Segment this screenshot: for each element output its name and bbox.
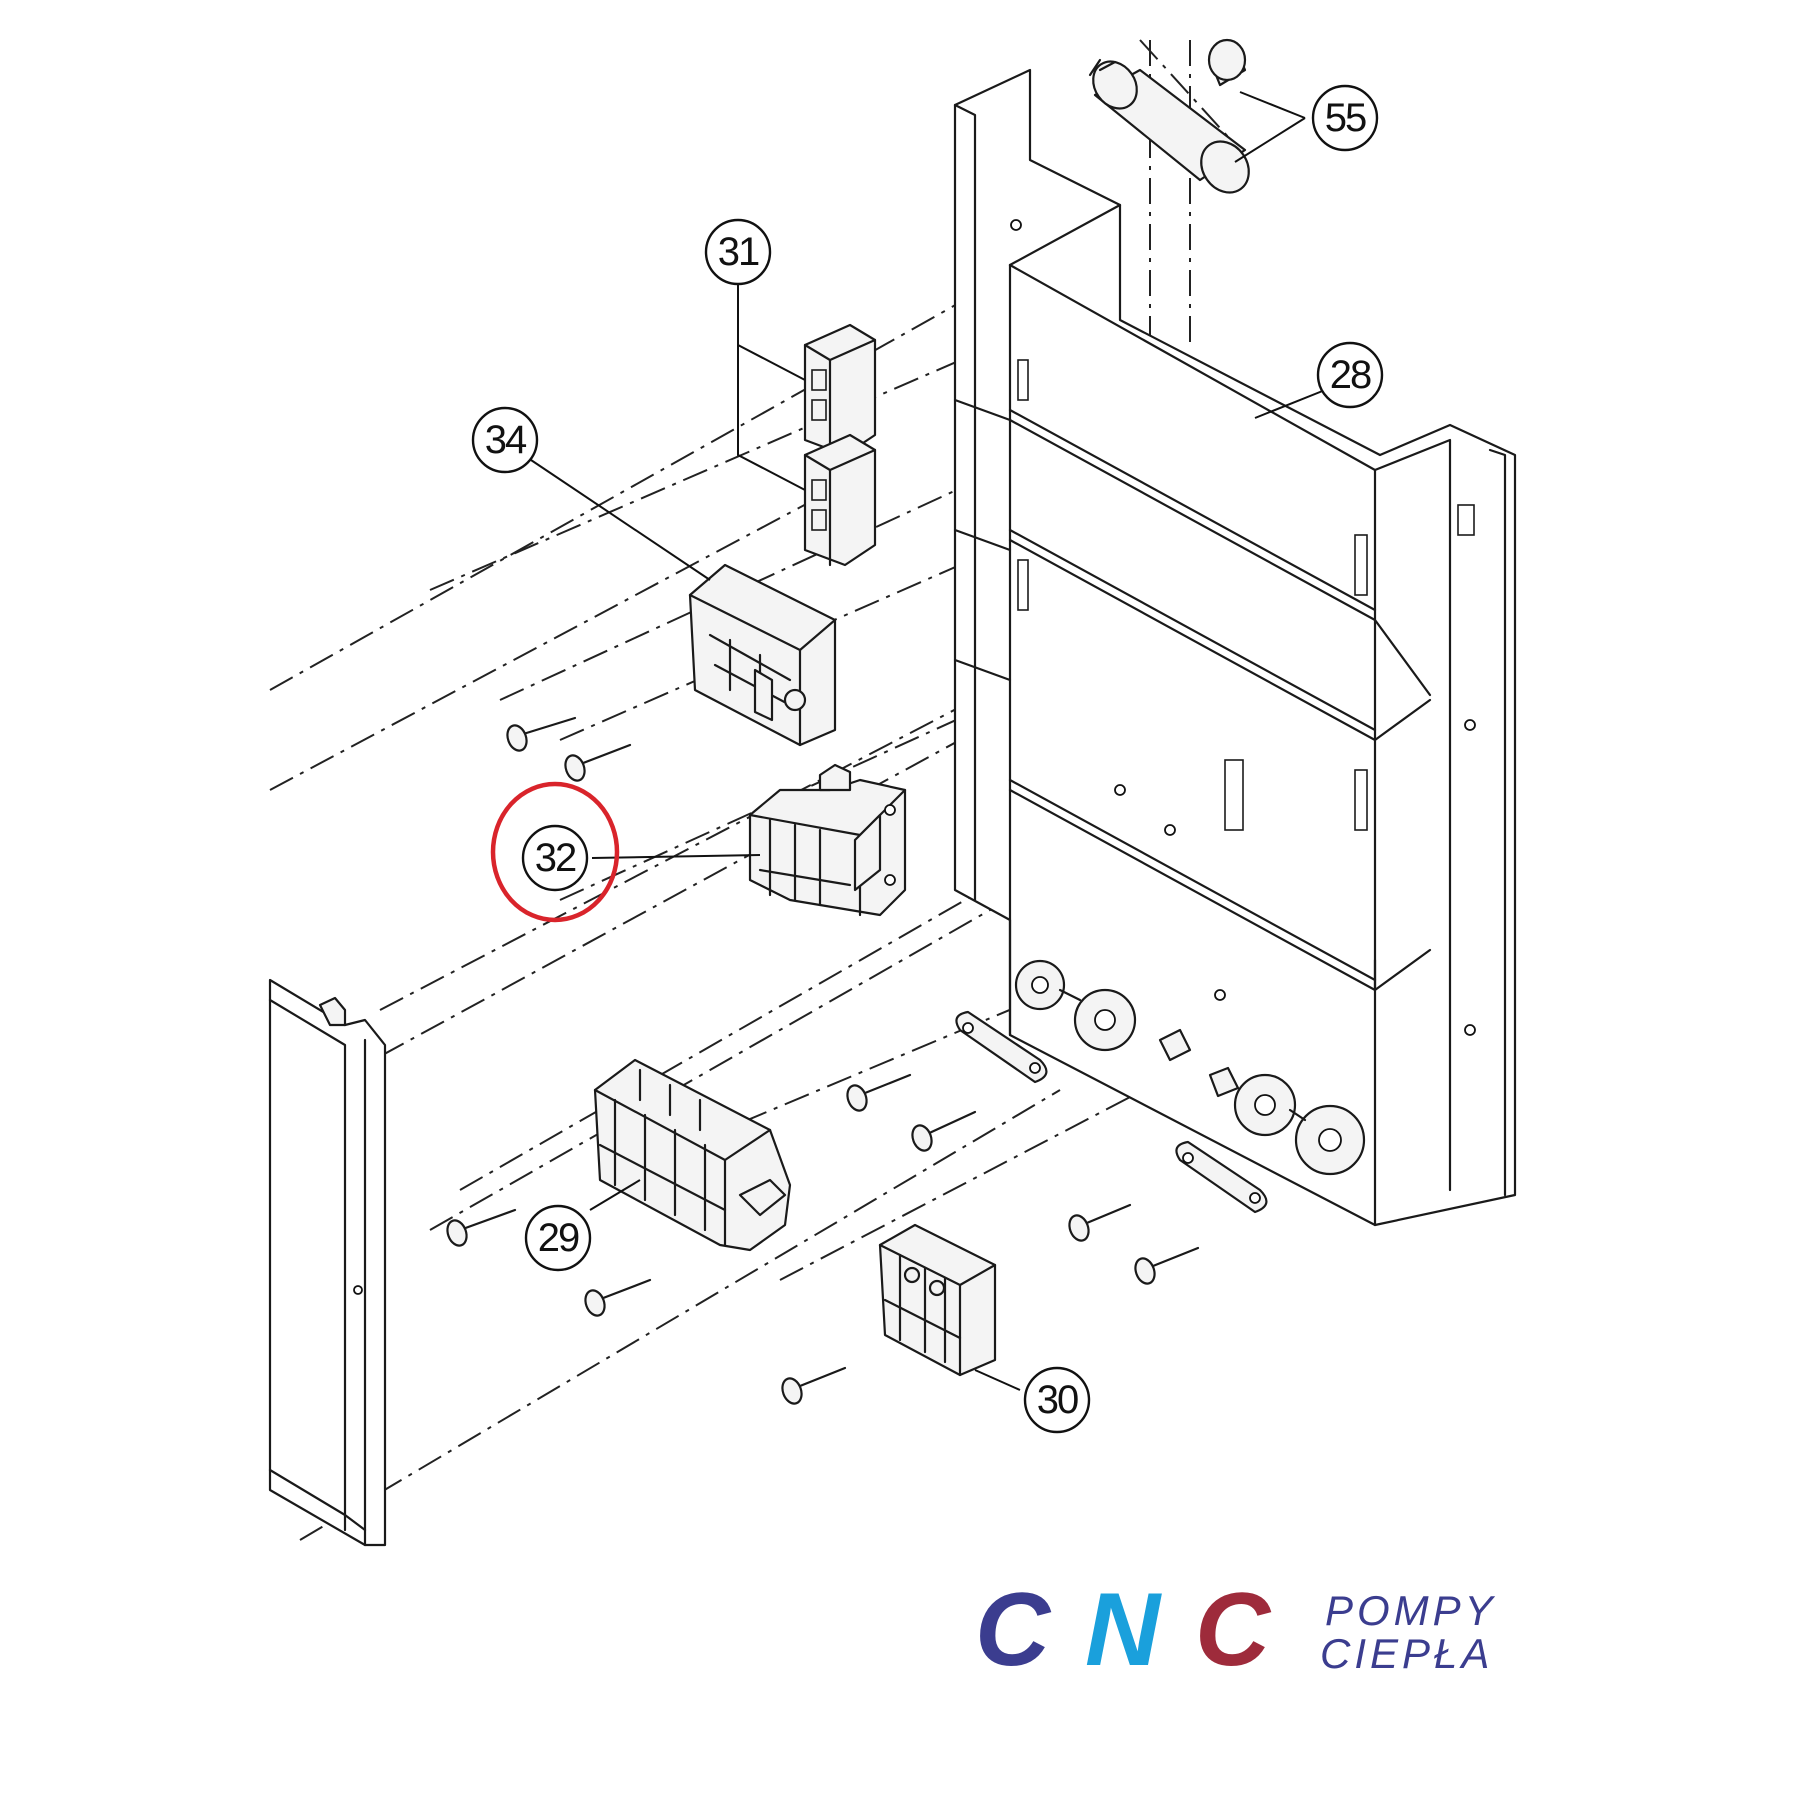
assembly-guide-lines xyxy=(269,39,1401,1541)
screw xyxy=(564,743,632,782)
logo-letter-c1: C xyxy=(975,1572,1052,1688)
logo-line-1: POMPY xyxy=(1325,1587,1497,1634)
logo-line-2: CIEPŁA xyxy=(1320,1630,1493,1677)
cable-clamp-straps xyxy=(955,1010,1268,1214)
callout-34: 34 xyxy=(471,406,539,474)
callout-28: 28 xyxy=(1316,341,1384,409)
callout-label: 30 xyxy=(1037,1378,1078,1422)
terminal-block-34 xyxy=(688,563,837,747)
logo-letter-c2: C xyxy=(1195,1572,1272,1688)
leader-lines xyxy=(527,91,1326,1391)
screw xyxy=(1134,1246,1200,1285)
screw xyxy=(506,716,577,752)
callout-label: 34 xyxy=(485,418,527,462)
callout-31: 31 xyxy=(704,218,772,286)
screws xyxy=(446,716,1200,1405)
highlight-ring-32 xyxy=(490,781,620,923)
capacitors-55 xyxy=(1088,38,1250,194)
callout-label: 32 xyxy=(535,836,576,880)
screw xyxy=(1068,1203,1132,1242)
mounting-panel-28 xyxy=(953,68,1517,1227)
contactor-32 xyxy=(748,763,907,917)
terminal-block-29 xyxy=(593,1058,792,1252)
callout-label: 28 xyxy=(1330,353,1371,397)
cnc-pompy-ciepla-logo: C N C POMPY CIEPŁA xyxy=(975,1572,1497,1688)
callout-label: 55 xyxy=(1325,96,1366,140)
screw xyxy=(446,1208,517,1247)
screw xyxy=(846,1073,912,1112)
callout-32: 32 xyxy=(521,824,589,892)
screw xyxy=(781,1366,847,1405)
screw xyxy=(911,1110,977,1152)
screw xyxy=(584,1278,652,1317)
side-panel xyxy=(268,978,387,1547)
connector-31 xyxy=(803,323,877,567)
logo-letter-n: N xyxy=(1085,1572,1162,1688)
terminal-block-30 xyxy=(878,1223,997,1377)
callout-30: 30 xyxy=(1023,1366,1091,1434)
callout-label: 31 xyxy=(718,230,759,274)
callout-label: 29 xyxy=(538,1216,579,1260)
callout-55: 55 xyxy=(1311,84,1379,152)
callout-29: 29 xyxy=(524,1204,592,1272)
